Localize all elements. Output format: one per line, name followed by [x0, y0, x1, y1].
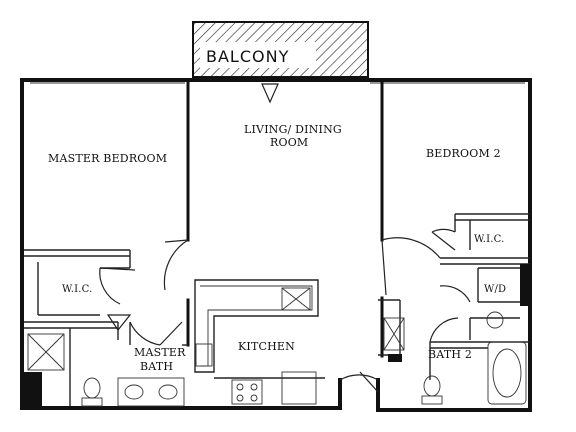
master-bath-label-line2: BATH: [140, 360, 173, 373]
kitchen-fixtures: [194, 279, 325, 405]
doors: [99, 83, 471, 393]
bedroom2-wic-label: W.I.C.: [474, 234, 505, 245]
structural-columns: [22, 264, 530, 408]
master-bath-fixtures: [27, 333, 185, 407]
bath-2-label: BATH 2: [428, 348, 472, 361]
living-room-label: ROOM: [270, 136, 308, 149]
kitchen-label: KITCHEN: [238, 340, 295, 353]
bedroom-2-label: BEDROOM 2: [426, 147, 501, 160]
master-bedroom-label: MASTER BEDROOM: [48, 152, 167, 165]
balcony-label: BALCONY: [206, 47, 289, 66]
living-dining-label: LIVING/ DINING: [244, 123, 342, 136]
master-bath-label-line1: MASTER: [134, 346, 186, 359]
balcony: BALCONY: [192, 21, 369, 78]
room-labels: LIVING/ DINING ROOM MASTER BEDROOM BEDRO…: [48, 123, 506, 373]
interior-walls: [24, 78, 530, 406]
bath2-fixtures: [383, 311, 527, 405]
exterior-walls: [20, 78, 532, 412]
master-wic-label: W.I.C.: [62, 284, 93, 295]
washer-dryer-label: W/D: [484, 284, 506, 295]
